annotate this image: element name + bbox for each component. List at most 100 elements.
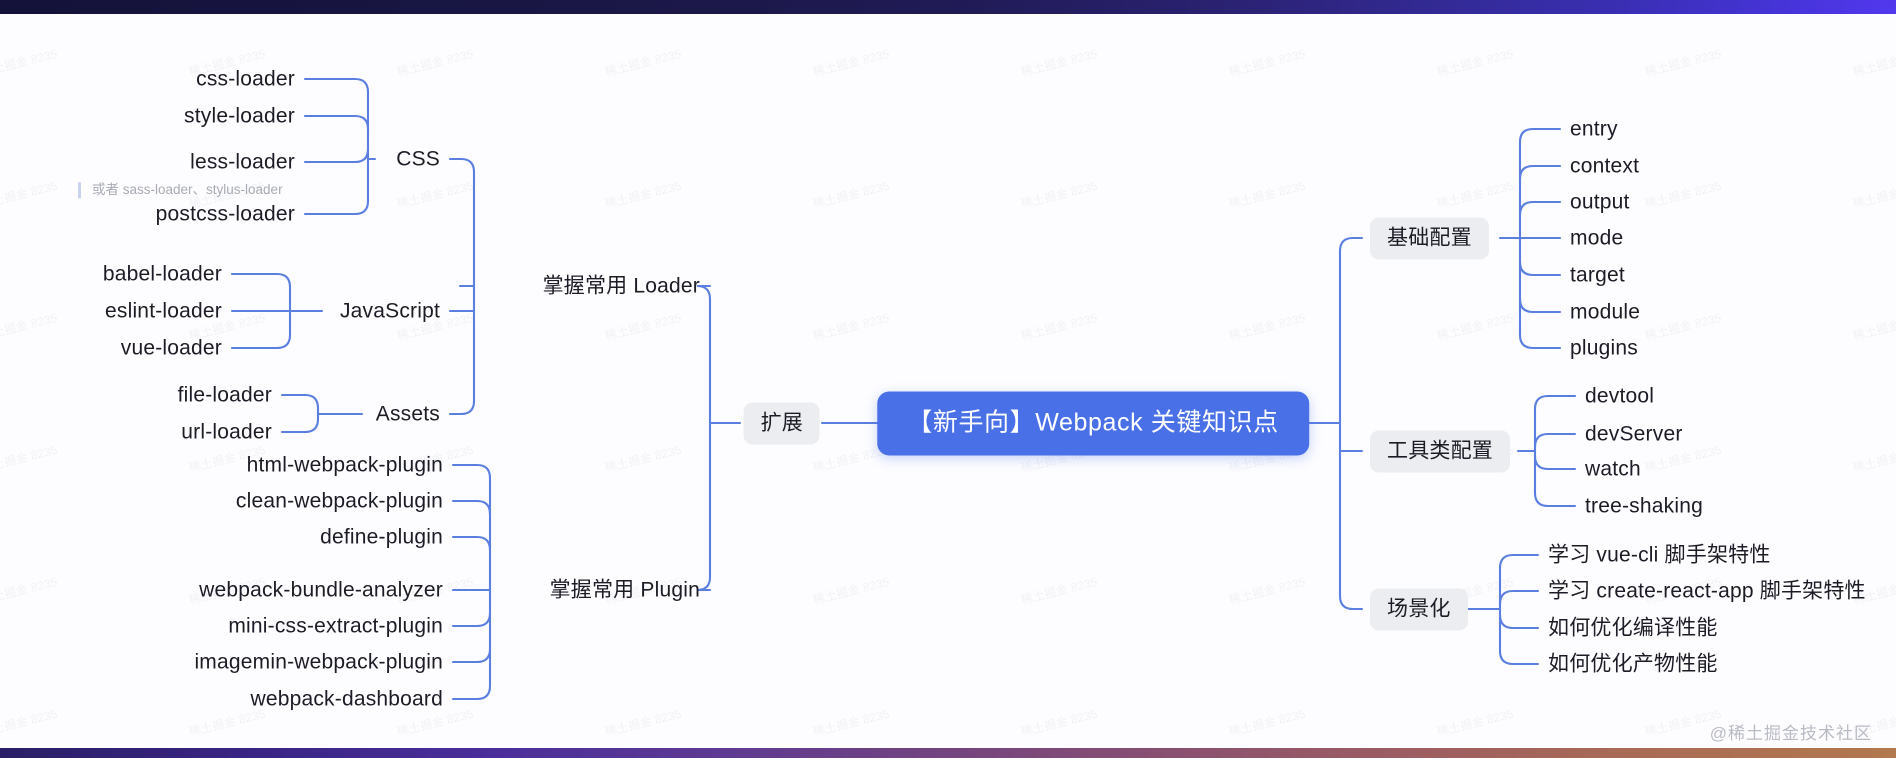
node-leaf-postcss-loader-label: postcss-loader	[155, 202, 295, 226]
node-scenario-leaf-1-label: 学习 create-react-app 脚手架特性	[1548, 579, 1866, 603]
node-master-loader-label: 掌握常用 Loader	[542, 274, 700, 298]
node-leaf-html-webpack-plugin[interactable]: html-webpack-plugin	[247, 455, 443, 476]
watermark-tile: 稀土掘金 8235	[811, 310, 891, 344]
watermark-tile: 稀土掘金 8235	[0, 442, 59, 476]
node-basic-leaf-0[interactable]: entry	[1570, 119, 1618, 140]
mindmap-canvas[interactable]: 稀土掘金 8235 稀土掘金 8235 稀土掘金 8235 稀土掘金 8235 稀土掘金…	[0, 14, 1896, 748]
node-leaf-mini-css-extract-plugin[interactable]: mini-css-extract-plugin	[228, 616, 443, 637]
node-basic-config[interactable]: 基础配置	[1370, 217, 1489, 260]
watermark-tile: 稀土掘金 8235	[1435, 178, 1515, 212]
node-group-css-label: CSS	[396, 147, 440, 171]
node-leaf-clean-webpack-plugin-label: clean-webpack-plugin	[235, 489, 443, 513]
watermark-tile: 稀土掘金 8235	[1851, 47, 1896, 80]
node-leaf-imagemin-webpack-plugin-label: imagemin-webpack-plugin	[194, 650, 443, 674]
node-leaf-imagemin-webpack-plugin[interactable]: imagemin-webpack-plugin	[194, 652, 443, 673]
node-leaf-html-webpack-plugin-label: html-webpack-plugin	[246, 453, 443, 477]
node-basic-leaf-0-label: entry	[1570, 117, 1618, 141]
node-scenario[interactable]: 场景化	[1370, 588, 1468, 631]
node-group-css[interactable]: CSS	[396, 149, 440, 170]
watermark-tile: 稀土掘金 8235	[1643, 178, 1723, 212]
watermark-tile: 稀土掘金 8235	[1019, 310, 1099, 344]
node-basic-leaf-3-label: mode	[1570, 226, 1624, 250]
node-basic-leaf-1-label: context	[1570, 154, 1640, 178]
node-tool-leaf-3-label: tree-shaking	[1585, 494, 1703, 518]
node-basic-leaf-2-label: output	[1570, 190, 1630, 214]
node-leaf-style-loader[interactable]: style-loader	[184, 106, 295, 127]
node-scenario-leaf-0[interactable]: 学习 vue-cli 脚手架特性	[1548, 545, 1771, 566]
node-leaf-css-loader-label: css-loader	[196, 67, 295, 91]
node-basic-leaf-5[interactable]: module	[1570, 302, 1640, 323]
node-basic-config-label: 基础配置	[1370, 217, 1489, 260]
node-leaf-vue-loader[interactable]: vue-loader	[121, 338, 222, 359]
node-tool-leaf-3[interactable]: tree-shaking	[1585, 496, 1703, 517]
node-leaf-webpack-bundle-analyzer-label: webpack-bundle-analyzer	[199, 578, 443, 602]
node-group-assets[interactable]: Assets	[376, 404, 440, 425]
watermark-tile: 稀土掘金 8235	[1019, 706, 1099, 740]
watermark-tile: 稀土掘金 8235	[1435, 706, 1515, 740]
node-leaf-babel-loader-label: babel-loader	[102, 262, 222, 286]
node-group-javascript[interactable]: JavaScript	[340, 301, 440, 322]
node-leaf-css-loader[interactable]: css-loader	[196, 69, 295, 90]
node-scenario-label: 场景化	[1370, 588, 1468, 631]
node-leaf-url-loader[interactable]: url-loader	[181, 422, 272, 443]
watermark-tile: 稀土掘金 8235	[0, 178, 59, 212]
node-tool-leaf-1-label: devServer	[1585, 422, 1683, 446]
node-extend[interactable]: 扩展	[743, 402, 820, 445]
node-master-loader[interactable]: 掌握常用 Loader	[543, 276, 700, 297]
node-basic-leaf-4-label: target	[1570, 263, 1625, 287]
node-leaf-define-plugin-label: define-plugin	[320, 525, 443, 549]
watermark-tile: 稀土掘金 8235	[811, 46, 891, 80]
node-basic-leaf-4[interactable]: target	[1570, 265, 1625, 286]
node-scenario-leaf-2[interactable]: 如何优化编译性能	[1548, 618, 1718, 639]
node-leaf-file-loader[interactable]: file-loader	[178, 385, 272, 406]
node-scenario-leaf-3[interactable]: 如何优化产物性能	[1548, 654, 1718, 675]
node-tool-config[interactable]: 工具类配置	[1370, 430, 1510, 473]
watermark-tile: 稀土掘金 8235	[1227, 178, 1307, 212]
root-node[interactable]: 【新手向】Webpack 关键知识点	[877, 391, 1309, 456]
node-basic-leaf-1[interactable]: context	[1570, 156, 1639, 177]
node-leaf-webpack-dashboard[interactable]: webpack-dashboard	[250, 689, 443, 710]
node-tool-leaf-1[interactable]: devServer	[1585, 424, 1683, 445]
community-watermark: @稀土掘金技术社区	[1709, 724, 1872, 743]
node-basic-leaf-3[interactable]: mode	[1570, 228, 1623, 249]
node-leaf-define-plugin[interactable]: define-plugin	[320, 527, 443, 548]
watermark-tile: 稀土掘金 8235	[1643, 310, 1723, 344]
root-node-label: 【新手向】Webpack 关键知识点	[877, 391, 1309, 456]
watermark-tile: 稀土掘金 8235	[603, 178, 683, 212]
node-scenario-leaf-1[interactable]: 学习 create-react-app 脚手架特性	[1548, 581, 1866, 602]
watermark-tile: 稀土掘金 8235	[1435, 46, 1515, 80]
node-leaf-less-loader[interactable]: less-loader	[190, 152, 295, 173]
watermark-tile: 稀土掘金 8235	[603, 46, 683, 80]
top-gradient-bar	[0, 0, 1896, 14]
node-leaf-less-loader-label: less-loader	[190, 150, 295, 174]
node-leaf-postcss-loader[interactable]: postcss-loader	[156, 204, 295, 225]
watermark-tile: 稀土掘金 8235	[0, 574, 59, 608]
watermark-tile: 稀土掘金 8235	[1851, 179, 1896, 212]
watermark-tile: 稀土掘金 8235	[0, 706, 59, 740]
node-basic-leaf-6[interactable]: plugins	[1570, 338, 1638, 359]
node-group-assets-label: Assets	[375, 402, 440, 426]
node-leaf-eslint-loader[interactable]: eslint-loader	[105, 301, 222, 322]
watermark-tile: 稀土掘金 8235	[603, 706, 683, 740]
node-leaf-url-loader-label: url-loader	[181, 420, 272, 444]
note-less-loader-alternatives: 或者 sass-loader、stylus-loader	[78, 182, 283, 198]
watermark-tile: 稀土掘金 8235	[1019, 178, 1099, 212]
node-tool-config-label: 工具类配置	[1370, 430, 1510, 473]
node-scenario-leaf-0-label: 学习 vue-cli 脚手架特性	[1548, 543, 1771, 567]
node-basic-leaf-2[interactable]: output	[1570, 192, 1630, 213]
node-basic-leaf-6-label: plugins	[1570, 336, 1638, 360]
node-leaf-babel-loader[interactable]: babel-loader	[103, 264, 222, 285]
node-tool-leaf-2[interactable]: watch	[1585, 459, 1641, 480]
watermark-tile: 稀土掘金 8235	[1851, 311, 1896, 344]
watermark-tile: 稀土掘金 8235	[811, 178, 891, 212]
node-leaf-clean-webpack-plugin[interactable]: clean-webpack-plugin	[236, 491, 443, 512]
watermark-tile: 稀土掘金 8235	[395, 46, 475, 80]
watermark-tile: 稀土掘金 8235	[1851, 443, 1896, 476]
watermark-tile: 稀土掘金 8235	[395, 178, 475, 212]
node-tool-leaf-0[interactable]: devtool	[1585, 386, 1654, 407]
node-group-javascript-label: JavaScript	[339, 299, 440, 323]
node-master-plugin[interactable]: 掌握常用 Plugin	[550, 580, 700, 601]
node-leaf-eslint-loader-label: eslint-loader	[105, 299, 222, 323]
node-leaf-webpack-bundle-analyzer[interactable]: webpack-bundle-analyzer	[199, 580, 443, 601]
